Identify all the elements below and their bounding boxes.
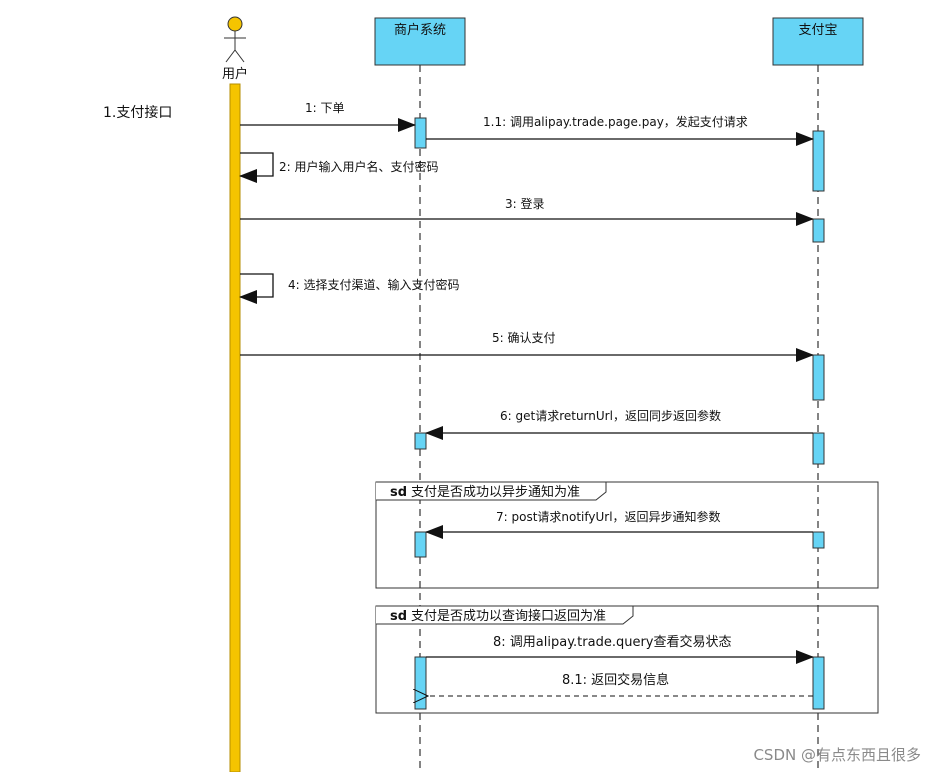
message-2: 2: 用户输入用户名、支付密码 — [239, 152, 439, 183]
actor-head-icon — [227, 16, 243, 32]
watermark: CSDN @有点东西且很多 — [753, 746, 921, 764]
participant-merchant: 商户系统 — [374, 17, 466, 66]
actor-name: 用户 — [222, 66, 248, 82]
message-8-1-label: 8.1: 返回交易信息 — [562, 672, 669, 688]
frame-async-notify-keyword: sd — [390, 485, 407, 500]
message-7-label: 7: post请求notifyUrl，返回异步通知参数 — [496, 509, 721, 524]
message-6: 6: get请求returnUrl，返回同步返回参数 — [425, 408, 813, 440]
message-4-label: 4: 选择支付渠道、输入支付密码 — [288, 277, 460, 292]
frame-query-return-keyword: sd — [390, 609, 407, 624]
activation-alipay-3 — [812, 354, 825, 401]
message-1-1: 1.1: 调用alipay.trade.page.pay，发起支付请求 — [426, 114, 814, 146]
frame-query-return: sd 支付是否成功以查询接口返回为准 — [375, 605, 879, 714]
participant-alipay-name: 支付宝 — [798, 23, 837, 38]
activation-alipay-2 — [812, 218, 825, 243]
activation-merchant-4 — [414, 656, 427, 710]
section-label: 1.支付接口 — [103, 104, 172, 121]
message-3-label: 3: 登录 — [505, 196, 545, 211]
message-8-1: 8.1: 返回交易信息 — [428, 672, 813, 696]
frame-query-return-title: 支付是否成功以查询接口返回为准 — [411, 608, 606, 624]
message-8: 8: 调用alipay.trade.query查看交易状态 — [426, 634, 814, 664]
activation-alipay-1 — [812, 130, 825, 192]
activation-merchant-3 — [414, 531, 427, 558]
message-1-label: 1: 下单 — [305, 101, 345, 115]
activation-alipay-4 — [812, 432, 825, 465]
participant-merchant-name: 商户系统 — [394, 22, 446, 38]
message-2-label: 2: 用户输入用户名、支付密码 — [279, 159, 439, 174]
message-7: 7: post请求notifyUrl，返回异步通知参数 — [425, 509, 813, 539]
message-3: 3: 登录 — [240, 196, 814, 226]
message-4: 4: 选择支付渠道、输入支付密码 — [239, 273, 460, 304]
activation-alipay-5 — [812, 531, 825, 549]
participant-merchant-box — [374, 17, 466, 66]
participant-alipay: 支付宝 — [772, 17, 864, 66]
frame-async-notify-title: 支付是否成功以异步通知为准 — [411, 484, 580, 500]
participant-alipay-box — [772, 17, 864, 66]
message-1: 1: 下单 — [240, 101, 416, 132]
frame-async-notify: sd 支付是否成功以异步通知为准 — [375, 481, 879, 589]
message-5-label: 5: 确认支付 — [492, 331, 556, 345]
message-1-1-label: 1.1: 调用alipay.trade.page.pay，发起支付请求 — [483, 114, 748, 129]
activation-merchant-2 — [414, 432, 427, 450]
message-6-label: 6: get请求returnUrl，返回同步返回参数 — [500, 408, 721, 423]
message-4-arrow — [239, 273, 274, 304]
message-2-arrow — [239, 152, 274, 183]
message-5: 5: 确认支付 — [240, 331, 814, 362]
activation-merchant-1 — [414, 117, 427, 149]
actor-user: 用户 — [222, 16, 248, 82]
activation-alipay-6 — [812, 656, 825, 710]
message-8-label: 8: 调用alipay.trade.query查看交易状态 — [493, 634, 731, 650]
actor-activation-bar — [229, 83, 241, 772]
